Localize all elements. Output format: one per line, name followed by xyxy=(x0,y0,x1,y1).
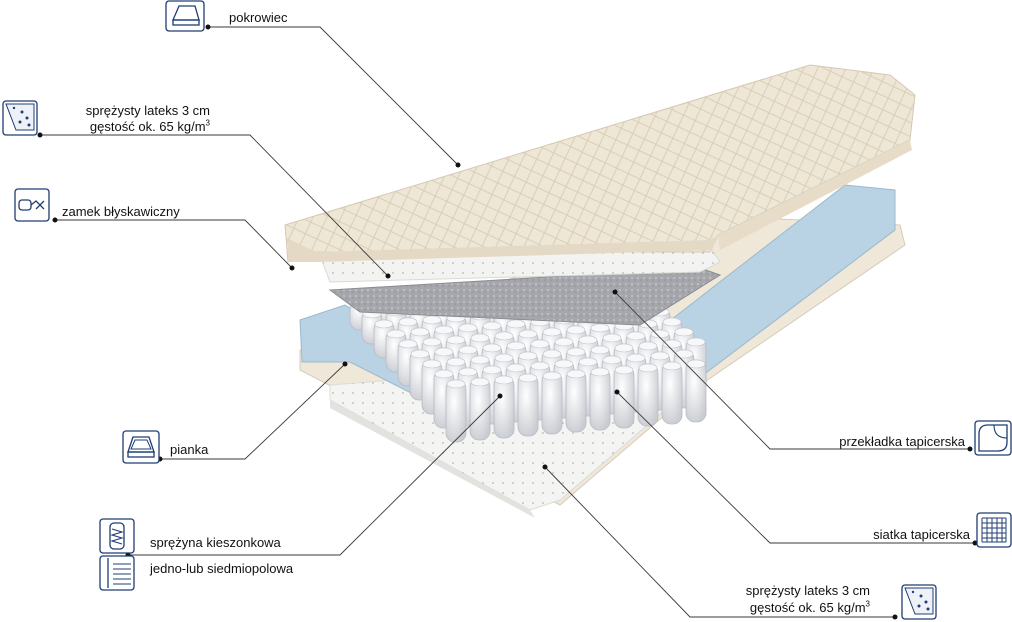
label-zipper: zamek błyskawiczny xyxy=(62,204,180,219)
label-mesh: siatka tapicerska xyxy=(873,527,970,542)
latex-top-icon xyxy=(2,100,38,136)
latex-bottom-icon xyxy=(901,584,937,620)
label-insulator: przekładka tapicerska xyxy=(839,434,965,449)
label-latex-bottom-line1: sprężysty lateks 3 cm xyxy=(745,583,870,598)
pocket-spring-icon xyxy=(99,518,135,554)
cover-icon xyxy=(165,0,205,32)
label-pocket-spring: sprężyna kieszonkowa xyxy=(150,535,281,550)
label-latex-top-line1: sprężysty lateks 3 cm xyxy=(85,103,210,118)
foam-icon xyxy=(122,430,160,464)
leader-lines xyxy=(40,26,975,618)
mesh-icon xyxy=(976,512,1012,548)
leader-dots xyxy=(37,24,978,620)
label-latex-top-line2: gęstość ok. 65 kg/m3 xyxy=(89,118,210,134)
label-zones: jedno-lub siedmiopolowa xyxy=(150,561,294,576)
zone-icon xyxy=(99,555,135,591)
zipper-icon xyxy=(14,188,50,222)
insulator-icon xyxy=(974,420,1012,456)
label-cover: pokrowiec xyxy=(229,10,288,25)
label-foam: pianka xyxy=(170,442,209,457)
label-latex-bottom-line2: gęstość ok. 65 kg/m3 xyxy=(749,599,870,615)
